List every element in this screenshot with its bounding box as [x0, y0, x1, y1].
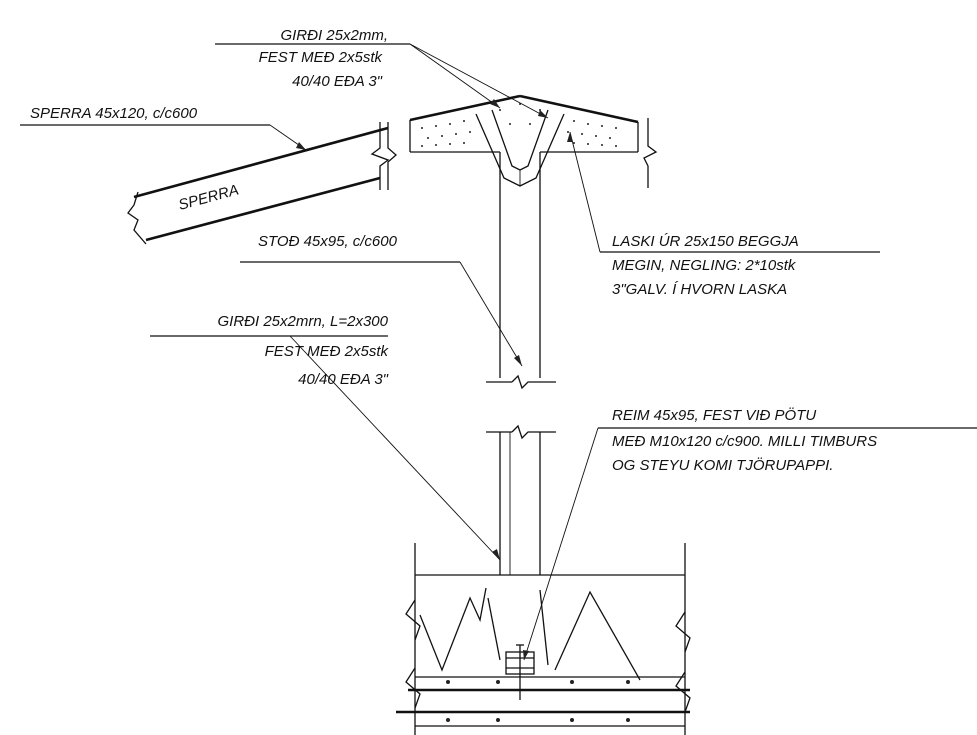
label-reim: REIM 45x95, FEST VIÐ PÖTU MEÐ M10x120 c/…: [523, 406, 977, 661]
reim-line-3: OG STEYU KOMI TJÖRUPAPPI.: [612, 456, 833, 474]
label-girdi-bottom: GIRÐI 25x2mrn, L=2x300 FEST MEÐ 2x5stk 4…: [150, 313, 501, 561]
girdi-bottom-line-3: 40/40 EÐA 3": [298, 371, 388, 388]
concrete-foundation: [396, 543, 691, 735]
reim-line-1: REIM 45x95, FEST VIÐ PÖTU: [612, 406, 816, 424]
girdi-bottom-line-2: FEST MEÐ 2x5stk: [265, 343, 390, 360]
sperra-note-text: SPERRA 45x120, c/c600: [30, 105, 198, 122]
label-stod: STOÐ 45x95, c/c600: [240, 233, 523, 367]
label-sperra-note: SPERRA 45x120, c/c600: [20, 105, 307, 151]
laski-line-2: MEGIN, NEGLING: 2*10stk: [612, 257, 797, 274]
reim-line-2: MEÐ M10x120 c/c900. MILLI TIMBURS: [612, 433, 877, 450]
girdi-top-line-1: GIRÐI 25x2mm,: [280, 27, 388, 44]
girdi-top-line-3: 40/40 EÐA 3": [292, 73, 382, 90]
girdi-bottom-line-1: GIRÐI 25x2mrn, L=2x300: [217, 313, 388, 330]
label-girdi-top: GIRÐI 25x2mm, FEST MEÐ 2x5stk 40/40 EÐA …: [215, 27, 549, 119]
anchor-bolt: [505, 644, 535, 700]
laski-line-3: 3"GALV. Í HVORN LASKA: [612, 281, 787, 298]
label-laski: LASKI ÚR 25x150 BEGGJA MEGIN, NEGLING: 2…: [567, 131, 880, 298]
post-stod: [486, 170, 556, 575]
stod-note-text: STOÐ 45x95, c/c600: [258, 233, 398, 250]
laski-nail-pattern: [421, 103, 617, 147]
rafter-sperra: [127, 122, 397, 245]
ridge-beam: [409, 94, 658, 188]
girdi-top-line-2: FEST MEÐ 2x5stk: [259, 49, 384, 66]
laski-line-1: LASKI ÚR 25x150 BEGGJA: [612, 233, 799, 250]
sperra-inline-label: SPERRA: [177, 181, 241, 213]
apex-bracing: [475, 109, 565, 187]
